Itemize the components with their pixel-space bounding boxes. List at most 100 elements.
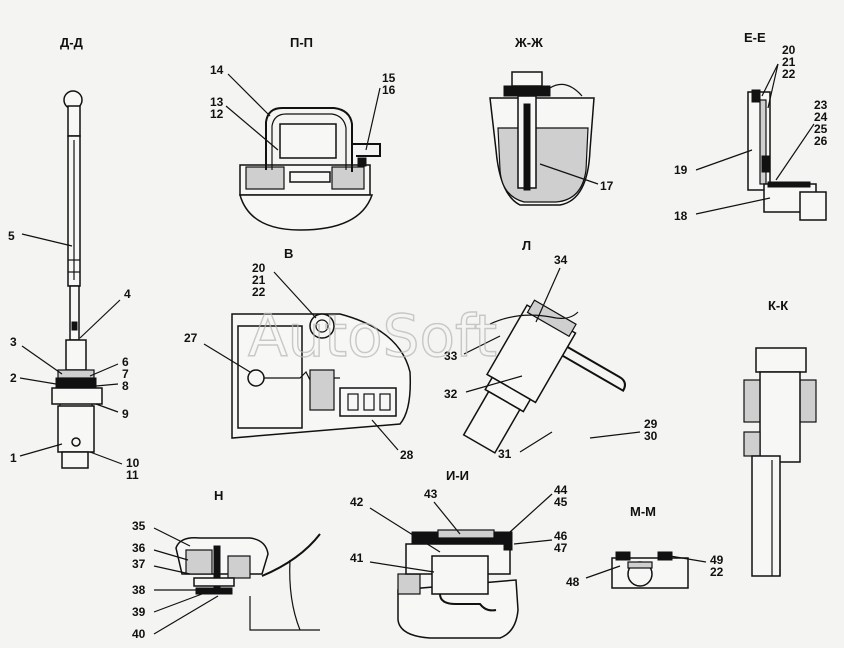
callout-23: 23 <box>814 98 828 112</box>
l-clip-arm <box>562 346 626 393</box>
v-ball <box>247 369 265 387</box>
v-lower-block <box>339 387 397 417</box>
callout-3: 3 <box>10 335 17 349</box>
callout-42: 42 <box>350 495 364 509</box>
n-nut <box>195 587 233 595</box>
l-connector-head <box>526 299 577 338</box>
ii-cap <box>437 529 495 539</box>
callout-17: 17 <box>600 179 614 193</box>
callout-34: 34 <box>554 253 568 267</box>
callout-33: 33 <box>444 349 458 363</box>
ii-left-lug <box>397 573 421 595</box>
view-mm-title: М-М <box>630 504 656 519</box>
callout-16: 16 <box>382 83 396 97</box>
callout-8: 8 <box>122 379 129 393</box>
kk-body <box>759 371 801 463</box>
callout-21-ee: 21 <box>782 55 796 69</box>
callout-41: 41 <box>350 551 364 565</box>
callout-35: 35 <box>132 519 146 533</box>
callout-15: 15 <box>382 71 396 85</box>
pp-inner-filter <box>279 123 337 159</box>
dipstick-top-grip <box>67 105 81 137</box>
ee-gasket <box>767 181 811 188</box>
n-bushing <box>227 555 251 579</box>
callout-24: 24 <box>814 110 828 124</box>
ee-bracket <box>747 91 771 191</box>
callout-39: 39 <box>132 605 146 619</box>
callout-10: 10 <box>126 456 140 470</box>
callout-30: 30 <box>644 429 658 443</box>
view-v-title: В <box>284 246 293 261</box>
callout-47: 47 <box>554 541 568 555</box>
mm-strap <box>627 561 653 569</box>
callout-9: 9 <box>122 407 129 421</box>
view-kk-title: К-К <box>768 298 788 313</box>
callout-5: 5 <box>8 229 15 243</box>
pp-nut <box>289 171 331 183</box>
view-dd-title: Д-Д <box>60 35 84 50</box>
ee-plate <box>759 99 767 185</box>
dipstick-cap-neck <box>65 339 87 371</box>
callout-7: 7 <box>122 367 129 381</box>
callout-20-v: 20 <box>252 261 266 275</box>
ii-screw <box>503 531 513 551</box>
dipstick-hole <box>71 437 81 447</box>
callout-32: 32 <box>444 387 458 401</box>
callout-45: 45 <box>554 495 568 509</box>
view-zhzh: Ж-Ж 17 <box>489 35 614 206</box>
callout-22-v: 22 <box>252 285 266 299</box>
n-washer <box>193 577 235 587</box>
view-pp: П-П 14 13 12 15 16 <box>210 35 396 231</box>
callout-27: 27 <box>184 331 198 345</box>
callout-2: 2 <box>10 371 17 385</box>
kk-side-lug <box>743 431 761 457</box>
callout-22-ee: 22 <box>782 67 796 81</box>
callout-13: 13 <box>210 95 224 109</box>
callout-25: 25 <box>814 122 828 136</box>
dipstick-flange <box>51 387 103 405</box>
callout-38: 38 <box>132 583 146 597</box>
view-ee: Е-Е 20 21 22 23 24 25 26 19 18 <box>674 30 828 223</box>
callout-14: 14 <box>210 63 224 77</box>
zhzh-cap-flange <box>503 85 551 97</box>
v-round-boss <box>309 313 335 339</box>
callout-26: 26 <box>814 134 828 148</box>
view-v: В 20 21 22 27 28 <box>184 246 414 462</box>
callout-4: 4 <box>124 287 131 301</box>
l-hose <box>462 390 521 454</box>
view-dd: Д-Д 5 4 3 2 6 7 <box>8 35 140 482</box>
view-kk: К-К <box>743 298 817 577</box>
pp-clip <box>352 143 381 157</box>
view-l: Л 34 33 32 31 29 30 <box>444 238 658 461</box>
kk-top-fitting <box>755 347 807 373</box>
callout-18: 18 <box>674 209 688 223</box>
callout-11: 11 <box>126 468 139 482</box>
view-ee-title: Е-Е <box>744 30 766 45</box>
callout-31: 31 <box>498 447 512 461</box>
callout-22-mm: 22 <box>710 565 724 579</box>
callout-21-v: 21 <box>252 273 266 287</box>
pp-screw <box>357 157 367 167</box>
callout-28: 28 <box>400 448 414 462</box>
view-pp-title: П-П <box>290 35 313 50</box>
callout-43: 43 <box>424 487 438 501</box>
view-l-title: Л <box>522 238 531 253</box>
kk-pipe <box>751 455 781 577</box>
ii-filter <box>431 555 489 595</box>
view-zhzh-title: Ж-Ж <box>514 35 543 50</box>
watermark-text: AutoSoft <box>248 302 497 370</box>
view-n-title: Н <box>214 488 223 503</box>
callout-49: 49 <box>710 553 724 567</box>
dipstick-washer <box>57 369 95 379</box>
n-hatched <box>185 549 213 575</box>
mm-bolt-right <box>657 551 673 561</box>
callout-20-ee: 20 <box>782 43 796 57</box>
pp-hatched-right <box>331 166 365 190</box>
callout-40: 40 <box>132 627 146 641</box>
callout-37: 37 <box>132 557 146 571</box>
callout-19: 19 <box>674 163 688 177</box>
mm-bolt-left <box>615 551 631 561</box>
dipstick-pin <box>71 321 78 331</box>
view-n: Н 35 36 37 38 39 40 <box>132 488 321 641</box>
